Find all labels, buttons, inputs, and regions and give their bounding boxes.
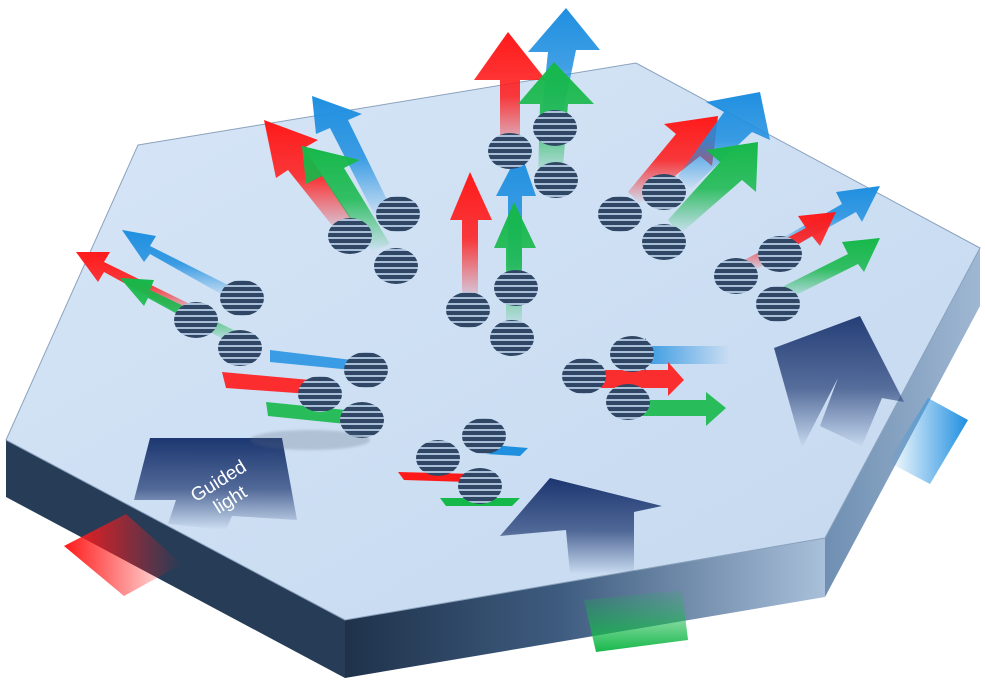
green-beam-mid-left — [266, 402, 346, 424]
red-beam-top — [474, 32, 546, 160]
red-beam-center — [450, 172, 492, 305]
red-beam-mid-left — [222, 372, 310, 394]
green-beam-right — [780, 238, 880, 300]
red-beam-bottom — [398, 472, 476, 482]
guided-light-arrow-left — [134, 438, 297, 530]
blue-beam-mid-left — [270, 350, 352, 370]
diffracted-beams — [76, 8, 880, 506]
blue-beam-upper-left — [312, 96, 392, 218]
red-beam-mid-right — [588, 362, 684, 396]
slab-front-face — [345, 538, 825, 678]
blue-input-bar — [888, 398, 968, 484]
input-couplers — [64, 398, 968, 652]
guided-light-arrows — [134, 316, 904, 574]
guided-light-arrow-right — [774, 316, 904, 448]
green-beam-upper-right — [668, 142, 758, 234]
green-input-bar — [584, 590, 688, 652]
pillar-shadow — [250, 430, 370, 450]
blue-beam-upper-right — [678, 92, 770, 190]
green-beam-center — [494, 202, 536, 330]
guided-light-arrow-bottom — [500, 478, 662, 574]
blue-beam-left — [122, 230, 234, 298]
arrow-up-icon — [134, 438, 297, 530]
slab-right-face — [825, 248, 980, 597]
green-beam-upper-left — [302, 146, 390, 252]
grating-pillars — [174, 110, 802, 504]
red-input-bar — [64, 514, 182, 596]
green-beam-mid-right — [634, 392, 726, 426]
grating-disc-icon — [174, 110, 802, 504]
blue-beam-mid-right — [630, 338, 730, 372]
